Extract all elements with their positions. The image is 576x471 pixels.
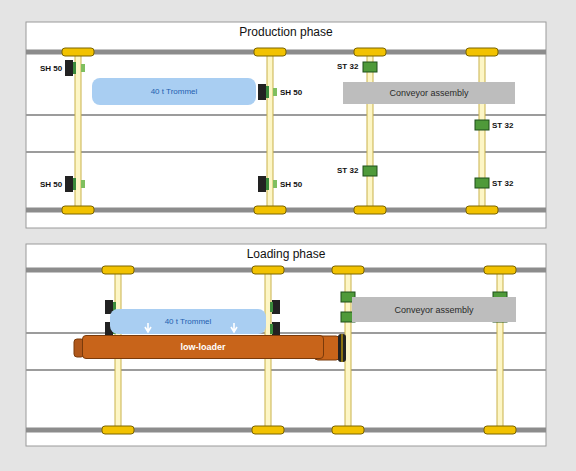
- trommel-box: 40 t Trommel: [110, 309, 266, 334]
- unit-label: SH 50: [40, 64, 62, 73]
- hoist-symbol: [65, 60, 277, 192]
- unit-label: SH 50: [280, 88, 302, 97]
- unit-label: SH 50: [40, 180, 62, 189]
- conveyor-box: Conveyor assembly: [343, 82, 515, 104]
- box-text: Conveyor assembly: [394, 305, 473, 315]
- unit-label: ST 32: [492, 179, 513, 188]
- low-loader-cab: [74, 334, 346, 362]
- phase-panel: Production phase 40 t Trommel Conveyor ass…: [26, 22, 546, 228]
- panel-heading: Production phase: [26, 25, 546, 39]
- trommel-box: 40 t Trommel: [92, 78, 256, 105]
- unit-label: ST 32: [337, 166, 358, 175]
- unit-label: SH 50: [280, 180, 302, 189]
- low-loader-box: low-loader: [82, 335, 324, 359]
- unit-label: ST 32: [492, 121, 513, 130]
- box-text: low-loader: [180, 342, 225, 352]
- conveyor-box: Conveyor assembly: [352, 297, 516, 322]
- unit-label: ST 32: [337, 62, 358, 71]
- panel-heading: Loading phase: [26, 247, 546, 261]
- box-text: Conveyor assembly: [389, 88, 468, 98]
- phase-panel: Loading phase 40 t Trommel low-loader Conve…: [26, 244, 546, 446]
- box-text: 40 t Trommel: [151, 87, 198, 96]
- box-text: 40 t Trommel: [165, 317, 212, 326]
